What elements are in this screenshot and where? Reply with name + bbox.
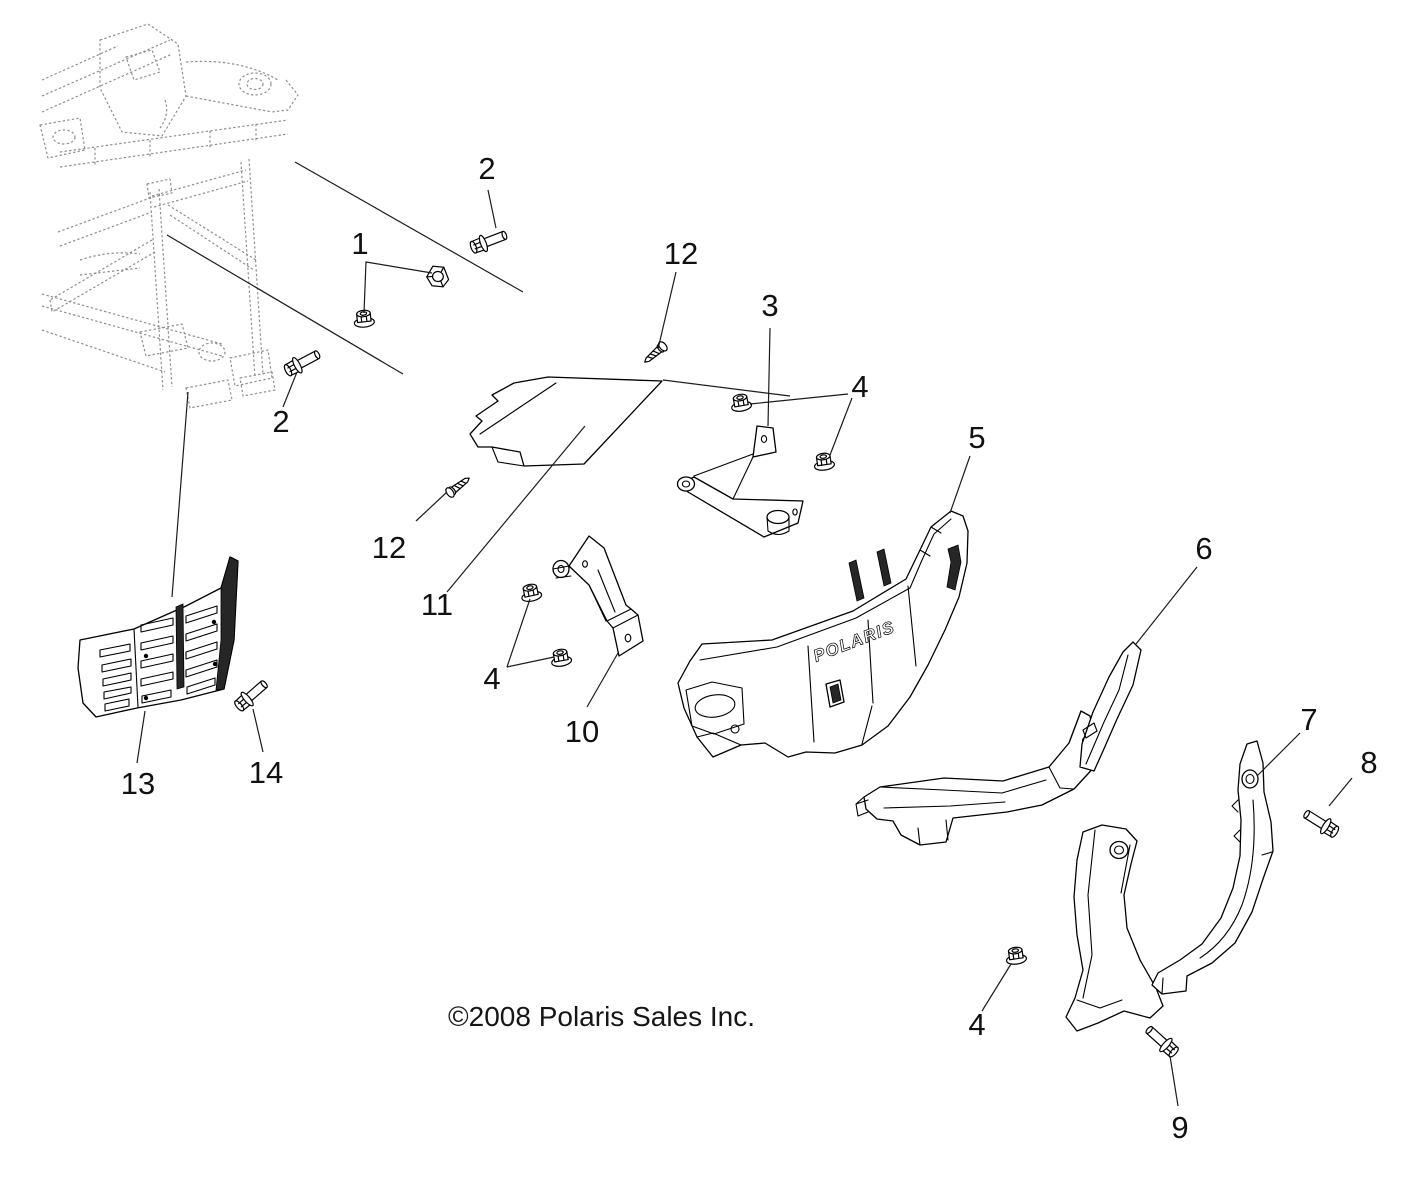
flange-nut-4-e	[1004, 945, 1028, 967]
callout-6: 6	[1195, 531, 1212, 566]
leader-4-third	[981, 963, 1012, 1012]
callout-8: 8	[1360, 745, 1377, 780]
leader-5	[949, 455, 971, 514]
flange-nut-4-a	[729, 392, 753, 414]
tapping-screw-12-bottom	[443, 473, 474, 500]
part-lower-bumper-bar	[855, 710, 1098, 846]
grille-center-bar	[175, 603, 185, 690]
flange-bolt-2-left	[281, 345, 324, 380]
part-cover-plate-11	[469, 376, 663, 467]
tapping-screw-12-top	[640, 339, 670, 367]
callout-10: 10	[565, 714, 599, 749]
callout-1: 1	[351, 226, 368, 261]
leader-13	[136, 710, 146, 764]
flange-nut-4-b	[812, 451, 836, 473]
leader-11	[446, 425, 586, 593]
callout-labels: 2 1 12 3 4 5 2 12 11 6 4 10 7 8 13 14 4 …	[121, 151, 1378, 1145]
flange-nut-4-c	[518, 581, 544, 604]
leader-1	[363, 261, 433, 314]
grille-edge-band	[215, 556, 239, 691]
part-front-bumper-5: POLARIS	[677, 510, 969, 758]
projection-line-c	[171, 391, 189, 598]
flange-nut-1-a	[425, 264, 451, 289]
part-deflector-panel-right-7	[1151, 740, 1274, 995]
projection-lines	[166, 161, 791, 598]
callout-7: 7	[1300, 702, 1317, 737]
leader-lines	[136, 189, 1353, 1107]
leader-4-second-b	[506, 656, 555, 668]
leader-7	[1256, 732, 1301, 777]
leader-3	[767, 327, 771, 427]
leader-12-top	[657, 271, 677, 350]
callout-4-first: 4	[851, 369, 868, 404]
part-grille-screen-13	[77, 556, 239, 718]
flange-bolt-9	[1141, 1021, 1182, 1061]
projection-line-d	[662, 379, 791, 397]
flange-bolt-14	[231, 675, 272, 715]
leader-4-first-a	[749, 393, 849, 405]
leader-12-bottom	[415, 491, 448, 522]
leader-10	[586, 652, 619, 708]
projection-line-a	[294, 161, 524, 293]
callout-11: 11	[421, 587, 453, 622]
callout-12-bottom: 12	[372, 530, 406, 565]
copyright-text: ©2008 Polaris Sales Inc.	[448, 1001, 755, 1032]
part-bumper-end-cap-6	[1079, 641, 1142, 772]
callout-9: 9	[1171, 1110, 1188, 1145]
part-deflector-panel-left-7	[1065, 824, 1164, 1032]
callout-3: 3	[761, 288, 778, 323]
callout-12-top: 12	[664, 236, 698, 271]
callout-2-top: 2	[478, 151, 495, 186]
leader-4-second-a	[506, 598, 531, 668]
callout-2-left: 2	[272, 404, 289, 439]
part-bumper-bracket-3	[676, 425, 804, 538]
button-bolt-8	[1299, 805, 1342, 842]
leader-4-first-b	[829, 397, 853, 456]
leader-8	[1328, 777, 1353, 807]
projection-line-b	[166, 234, 404, 375]
leader-6	[1135, 566, 1198, 645]
leader-14	[252, 708, 264, 753]
callout-4-third: 4	[968, 1007, 985, 1042]
callout-13: 13	[121, 766, 155, 801]
callout-4-second: 4	[483, 661, 500, 696]
callout-14: 14	[249, 755, 283, 790]
leader-2-left	[282, 371, 298, 408]
flange-bolt-2-top	[467, 226, 510, 257]
leader-2-top	[487, 189, 497, 229]
part-bumper-bracket-10	[552, 535, 644, 657]
callout-5: 5	[968, 420, 985, 455]
frame-chassis-sketch	[39, 23, 299, 409]
leader-9	[1169, 1055, 1179, 1107]
